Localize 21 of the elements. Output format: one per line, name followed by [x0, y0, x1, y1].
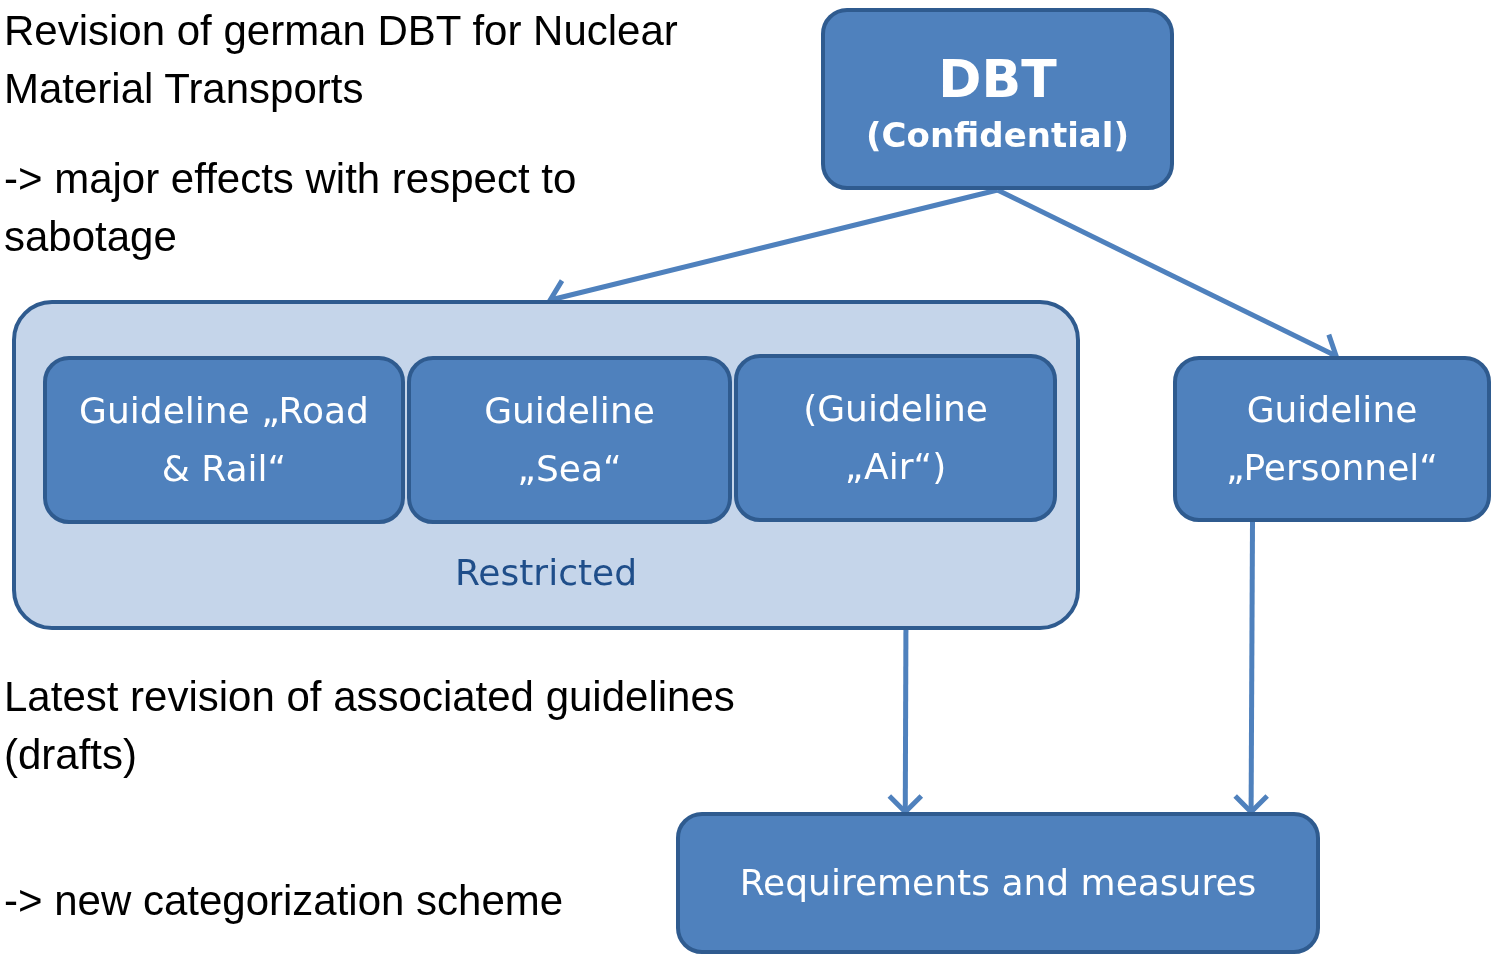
box-label: Requirements and measures: [739, 861, 1257, 906]
arrow: [886, 630, 924, 815]
process-box: [676, 812, 1320, 954]
note-text: Latest revision of associated guidelines (drafts): [4, 672, 736, 780]
process-box: [734, 354, 1057, 522]
box-label: Guideline „Personnel“: [1225, 388, 1439, 490]
group-panel: [12, 300, 1080, 630]
box-label: Guideline „Road & Rail“: [78, 389, 370, 491]
process-box: [1173, 356, 1491, 522]
group-label: Restricted: [454, 551, 638, 596]
note-text: -> major effects with respect to sabotage: [4, 154, 578, 262]
box-title: DBT: [938, 47, 1057, 111]
process-box: [821, 8, 1174, 190]
box-label: (Guideline „Air“): [802, 387, 989, 489]
box-subtitle: (Confidential): [866, 115, 1129, 156]
note-text: -> new categorization scheme: [4, 876, 565, 926]
arrow: [1232, 522, 1270, 815]
box-label: Guideline „Sea“: [483, 389, 656, 491]
process-box: [407, 356, 732, 524]
process-box: [43, 356, 405, 524]
note-text: Revision of german DBT for Nuclear Material Transports: [4, 6, 679, 114]
